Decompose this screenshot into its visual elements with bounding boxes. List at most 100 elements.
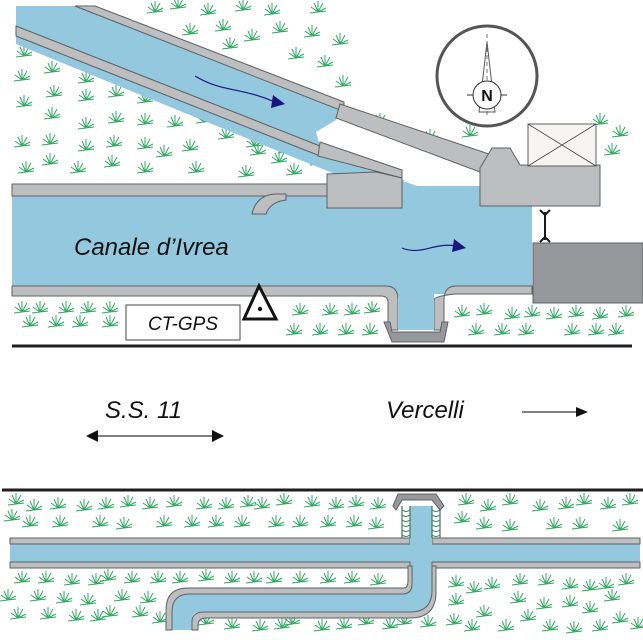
ladder-rung (431, 514, 441, 517)
grass-tuft-icon (419, 615, 437, 628)
ladder-rung (401, 519, 411, 522)
ladder-right (431, 506, 441, 538)
grass-tuft-icon (479, 499, 497, 512)
grass-tuft-icon (497, 619, 515, 632)
grass-tuft-icon (105, 135, 123, 148)
grass-tuft-icon (599, 497, 617, 510)
grass-tuft-icon (265, 571, 283, 584)
grass-tuft-icon (271, 21, 289, 34)
grass-tuft-icon (13, 135, 31, 148)
grass-tuft-icon (457, 493, 475, 506)
grass-tuft-icon (151, 611, 169, 624)
grass-tuft-icon (545, 517, 563, 530)
grass-tuft-icon (217, 497, 235, 510)
grass-tuft-icon (447, 593, 465, 606)
grass-tuft-icon (463, 619, 481, 632)
grass-tuft-icon (51, 515, 69, 528)
grass-tuft-icon (89, 609, 107, 622)
grass-tuft-icon (45, 85, 63, 98)
grass-tuft-icon (475, 303, 493, 316)
grass-tuft-icon (47, 315, 65, 328)
grass-tuft-icon (107, 85, 125, 98)
grass-tuft-icon (139, 591, 157, 604)
grass-tuft-icon (475, 605, 493, 618)
building-cross-box-icon (527, 123, 597, 167)
grass-tuft-icon (285, 163, 303, 176)
ladder-rung (431, 509, 441, 512)
manhole-cover (392, 493, 445, 511)
flow-arrow-icon (194, 75, 285, 108)
grass-tuft-icon (361, 323, 379, 336)
grass-tuft-icon (565, 621, 583, 634)
grass-tuft-icon (545, 307, 563, 320)
grass-tuft-icon (581, 601, 599, 614)
grass-tuft-icon (13, 571, 31, 584)
grass-tuft-icon (347, 495, 365, 508)
grass-tuft-icon (345, 515, 363, 528)
grass-tuft-icon (253, 497, 271, 510)
grass-tuft-icon (15, 95, 33, 108)
grass-tuft-icon (223, 571, 241, 584)
grass-tuft-icon (270, 151, 288, 164)
grass-tuft-icon (319, 515, 337, 528)
grass-tuft-icon (217, 127, 235, 140)
grass-tuft-icon (41, 133, 59, 146)
grass-tuft-icon (195, 497, 213, 510)
grass-tuft-icon (141, 497, 159, 510)
grass-tuft-icon (316, 55, 334, 68)
grass-tuft-icon (493, 323, 511, 336)
grass-tuft-icon (509, 591, 527, 604)
grass-tuft-icon (67, 609, 85, 622)
grass-tuft-icon (621, 493, 639, 506)
grass-tuft-icon (187, 161, 205, 174)
ladder-rung (431, 519, 441, 522)
grass-tuft-icon (519, 609, 537, 622)
grass-tuft-icon (97, 497, 115, 510)
grass-tuft-icon (319, 571, 337, 584)
direction-label: Vercelli (386, 397, 464, 424)
grass-tuft-icon (503, 307, 521, 320)
grass-tuft-icon (77, 71, 95, 84)
grass-tuft-icon (453, 305, 471, 318)
grass-tuft-icon (311, 323, 329, 336)
grass-tuft-icon (611, 125, 629, 138)
grass-tuft-icon (331, 33, 349, 46)
grass-tuft-icon (531, 499, 549, 512)
grass-tuft-icon (321, 303, 339, 316)
grass-tuft-icon (335, 617, 353, 630)
grass-tuft-icon (21, 315, 39, 328)
grass-tuft-icon (567, 305, 585, 318)
grass-tuft-icon (7, 493, 25, 506)
main-canal (11, 123, 643, 343)
direction-arrow-icon (522, 407, 588, 417)
grass-tuft-icon (287, 47, 305, 60)
grass-tuft-icon (101, 315, 119, 328)
grass-tuft-icon (166, 115, 184, 128)
grass-tuft-icon (557, 497, 575, 510)
grass-tuft-icon (146, 1, 164, 14)
grass-tuft-icon (291, 303, 309, 316)
grass-tuft-icon (581, 579, 599, 592)
grass-tuft-icon (41, 153, 59, 166)
grass-tuft-icon (607, 323, 625, 336)
grass-tuft-icon (313, 619, 331, 632)
ladder-rung (401, 524, 411, 527)
grass-tuft-icon (285, 323, 303, 336)
grass-tuft-icon (39, 607, 57, 620)
grass-tuft-icon (21, 515, 39, 528)
grass-tuft-icon (49, 497, 67, 510)
grass-tuft-icon (249, 143, 267, 156)
grass-tuft-icon (214, 19, 232, 32)
grass-tuft-icon (77, 117, 95, 130)
grass-tuft-icon (291, 515, 309, 528)
grass-tuft-icon (234, 0, 252, 12)
diagonal-feeder-canal (15, 5, 493, 200)
grass-tuft-icon (77, 139, 95, 152)
grass-tuft-icon (71, 315, 89, 328)
grass-tuft-icon (511, 573, 529, 586)
grass-tuft-icon (79, 593, 97, 606)
road-direction-arrow (86, 430, 224, 442)
grass-tuft-icon (103, 155, 121, 168)
grass-tuft-icon (523, 305, 541, 318)
